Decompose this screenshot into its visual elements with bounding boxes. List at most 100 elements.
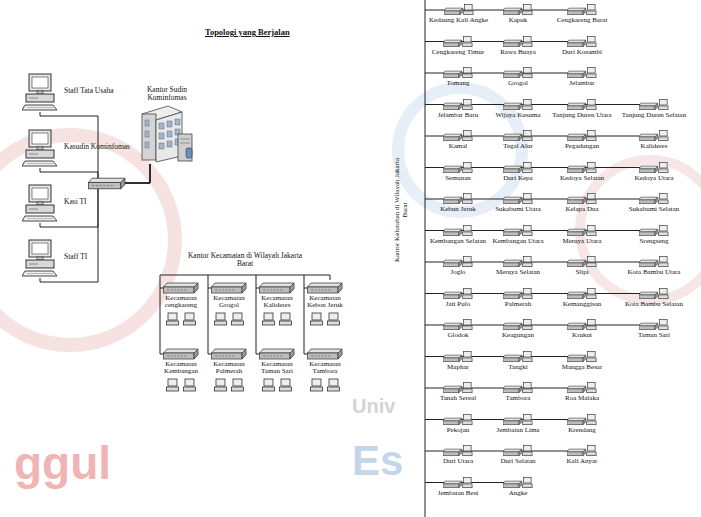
switch-pc-icon	[503, 381, 533, 395]
switch-pc-icon	[443, 66, 473, 80]
office-building: Kantor Sudin Kominfomas	[138, 104, 196, 164]
switch-pc-icon	[503, 66, 533, 80]
kelurahan-bus	[425, 0, 426, 517]
kecamatan-bus	[160, 275, 330, 354]
kelurahan-site: Tegal Alur	[503, 129, 533, 150]
kelurahan-label: Tomang	[443, 80, 473, 87]
kelurahan-label: Cengkareng Timur	[432, 49, 485, 56]
switch-icon	[307, 282, 343, 294]
kelurahan-site: Kamal	[443, 129, 473, 150]
kecamatan-label: Kecamatan Kebon Jeruk	[302, 295, 348, 310]
switch-pc-icon	[443, 192, 473, 206]
switch-icon	[259, 348, 295, 360]
kelurahan-site: Jembatan Besi	[438, 476, 479, 497]
kelurahan-site: Joglo	[443, 255, 473, 276]
kelurahan-site: Pekojan	[443, 413, 473, 434]
kecamatan-site: Kecamatan Grogol	[206, 282, 252, 326]
pc-pair	[206, 312, 252, 326]
kelurahan-label: Palmerah	[503, 301, 533, 308]
computer-icon	[279, 378, 292, 392]
kelurahan-label: Semanan	[443, 175, 473, 182]
kelurahan-site: Cengkareng Barat	[557, 3, 608, 24]
kelurahan-site: Taman Sari	[638, 318, 670, 339]
kelurahan-label: Wijaya Kusuma	[495, 112, 540, 119]
kelurahan-site: Kedoya Utara	[634, 161, 673, 182]
kelurahan-label: Tegal Alur	[503, 143, 533, 150]
kelurahan-site: Srengseng	[639, 224, 669, 245]
kelurahan-site: Duri Utara	[443, 444, 473, 465]
kelurahan-label: Tanah Sereal	[440, 395, 476, 402]
switch-icon	[307, 348, 343, 360]
workstation: Staff TI	[22, 238, 58, 278]
switch-pc-icon	[443, 255, 473, 269]
kelurahan-site: Grogol	[503, 66, 533, 87]
kelurahan-site: Slipi	[567, 255, 597, 276]
switch-pc-icon	[443, 129, 473, 143]
switch-pc-icon	[443, 287, 473, 301]
switch-pc-icon	[443, 350, 473, 364]
kecamatan-label: Kecamatan Taman Sari	[254, 361, 300, 376]
kelurahan-label: Kebun Jeruk	[440, 206, 476, 213]
kelurahan-site: Kedoya Selatan	[560, 161, 604, 182]
workstation: Kasudin Kominfomas	[22, 128, 58, 168]
kelurahan-site: Jembatan Lima	[497, 413, 540, 434]
network-switch	[89, 178, 125, 189]
kelurahan-label: Kembangan Utara	[492, 238, 543, 245]
switch-pc-icon	[443, 224, 473, 238]
kecamatan-site: Kecamatan Kebon Jeruk	[302, 282, 348, 326]
computer-icon	[279, 312, 292, 326]
kelurahan-site: Semanan	[443, 161, 473, 182]
switch-pc-icon	[503, 129, 533, 143]
kecamatan-site: Kecamatan Kalideres	[254, 282, 300, 326]
switch-pc-icon	[503, 476, 533, 490]
computer-icon	[262, 378, 275, 392]
kelurahan-site: Krukut	[567, 318, 597, 339]
switch-pc-icon	[639, 129, 669, 143]
kelurahan-label: Jelambar Baru	[438, 112, 479, 119]
kelurahan-label: Jati Pulo	[443, 301, 473, 308]
switch-pc-icon	[639, 318, 669, 332]
kelurahan-site: Kedaung Kali Angke	[429, 3, 488, 24]
kelurahan-label: Joglo	[443, 269, 473, 276]
kelurahan-site: Sukabumi Selatan	[629, 192, 680, 213]
kecamatan-label: Kecamatan Tambora	[302, 361, 348, 376]
kelurahan-label: Tanjung Duren Selatan	[622, 112, 686, 119]
computer-icon	[327, 312, 340, 326]
kecamatan-label: Kecamatan Palmerah	[206, 361, 252, 376]
kelurahan-site: Kota Bambu Selatan	[625, 287, 683, 308]
switch-pc-icon	[503, 98, 533, 112]
workstation-label: Staff TI	[64, 252, 87, 261]
kelurahan-site: Kota Bambu Utara	[628, 255, 681, 276]
kelurahan-label: Taman Sari	[638, 332, 670, 339]
kecamatan-label: Kecamatan Kalideres	[254, 295, 300, 310]
computer-icon	[214, 312, 227, 326]
kelurahan-site: Jelambar Baru	[438, 98, 479, 119]
kecamatan-site: Kecamatan cengkareng	[158, 282, 204, 326]
kecamatan-site: Kecamatan Palmerah	[206, 348, 252, 392]
kelurahan-site: Kelapa Dua	[565, 192, 598, 213]
kelurahan-site: Tanah Sereal	[440, 381, 476, 402]
switch-icon	[211, 348, 247, 360]
pc-pair	[158, 378, 204, 392]
computer-icon	[22, 72, 58, 112]
kelurahan-site: Tomang	[443, 66, 473, 87]
kelurahan-label: Keagungan	[502, 332, 534, 339]
workstation: Staff Tata Usaha	[22, 72, 58, 112]
building-label: Kantor Sudin Kominfomas	[131, 86, 203, 103]
switch-pc-icon	[443, 98, 473, 112]
switch-pc-icon	[503, 318, 533, 332]
kelurahan-site: Meruya Utara	[562, 224, 601, 245]
switch-pc-icon	[503, 161, 533, 175]
kelurahan-label: Kali Anyar	[567, 458, 598, 465]
switch-pc-icon	[567, 98, 597, 112]
kelurahan-label: Meruya Utara	[562, 238, 601, 245]
computer-icon	[183, 378, 196, 392]
switch-pc-icon	[503, 192, 533, 206]
group-heading: Kantor Kecamatan di Wilayah Jakarta Bara…	[180, 252, 310, 269]
switch-pc-icon	[567, 350, 597, 364]
kelurahan-label: Kota Bambu Utara	[628, 269, 681, 276]
kelurahan-site: Krendang	[567, 413, 597, 434]
kelurahan-label: Kembangan Selatan	[430, 238, 486, 245]
computer-icon	[231, 312, 244, 326]
kelurahan-site: Jati Pulo	[443, 287, 473, 308]
